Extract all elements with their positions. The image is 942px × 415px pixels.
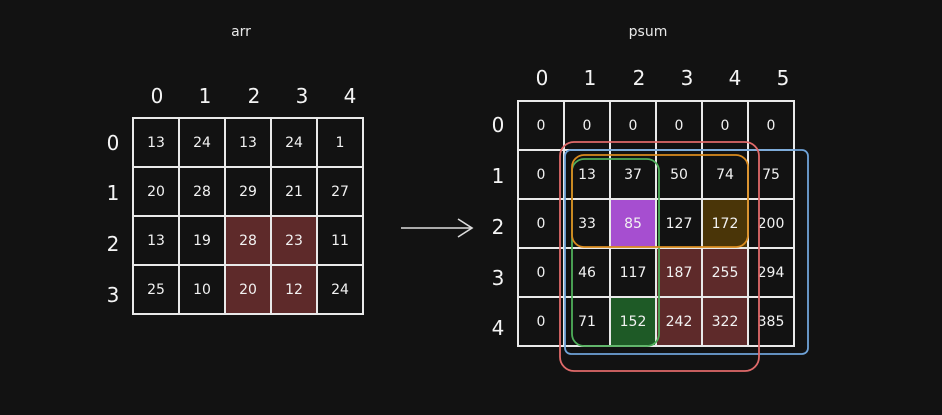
psum-title: psum bbox=[628, 24, 668, 40]
arr-cell: 11 bbox=[316, 215, 364, 266]
psum-cell-highlighted: 152 bbox=[609, 296, 657, 347]
arr-col-label: 3 bbox=[295, 84, 309, 108]
arr-cell: 13 bbox=[224, 117, 272, 168]
arr-cell: 13 bbox=[132, 215, 180, 266]
psum-cell-highlighted: 322 bbox=[701, 296, 749, 347]
psum-col-label: 5 bbox=[776, 66, 790, 90]
psum-cell: 13 bbox=[563, 149, 611, 200]
psum-cell: 37 bbox=[609, 149, 657, 200]
psum-cell: 0 bbox=[701, 100, 749, 151]
psum-row-label: 4 bbox=[491, 316, 505, 340]
arr-row-label: 0 bbox=[106, 131, 120, 155]
psum-col-label: 0 bbox=[535, 66, 549, 90]
psum-cell: 0 bbox=[517, 296, 565, 347]
arr-row: 25 10 20 12 24 bbox=[132, 264, 364, 315]
psum-cell: 0 bbox=[517, 198, 565, 249]
psum-col-label: 3 bbox=[680, 66, 694, 90]
arr-cell: 24 bbox=[178, 117, 226, 168]
psum-row-label: 1 bbox=[491, 164, 505, 188]
psum-cell-highlighted: 172 bbox=[701, 198, 749, 249]
arr-row: 13 24 13 24 1 bbox=[132, 117, 364, 168]
psum-cell: 0 bbox=[517, 100, 565, 151]
psum-cell-highlighted: 255 bbox=[701, 247, 749, 298]
psum-cell: 294 bbox=[747, 247, 795, 298]
psum-cell: 0 bbox=[609, 100, 657, 151]
arr-cell: 21 bbox=[270, 166, 318, 217]
psum-col-label: 2 bbox=[632, 66, 646, 90]
psum-cell: 117 bbox=[609, 247, 657, 298]
psum-row-label: 3 bbox=[491, 266, 505, 290]
arr-row-label: 1 bbox=[106, 181, 120, 205]
arr-col-label: 0 bbox=[150, 84, 164, 108]
arrow-icon bbox=[401, 218, 474, 238]
arr-cell: 20 bbox=[132, 166, 180, 217]
psum-row: 0 13 37 50 74 75 bbox=[517, 149, 795, 200]
psum-row: 0 33 85 127 172 200 bbox=[517, 198, 795, 249]
arr-cell: 28 bbox=[178, 166, 226, 217]
arr-row: 13 19 28 23 11 bbox=[132, 215, 364, 266]
arr-cell: 25 bbox=[132, 264, 180, 315]
arr-grid: 13 24 13 24 1 20 28 29 21 27 13 19 28 23… bbox=[132, 117, 364, 315]
psum-cell-highlighted: 85 bbox=[609, 198, 657, 249]
psum-cell: 33 bbox=[563, 198, 611, 249]
arr-row: 20 28 29 21 27 bbox=[132, 166, 364, 217]
psum-cell: 0 bbox=[655, 100, 703, 151]
psum-cell: 50 bbox=[655, 149, 703, 200]
psum-cell: 74 bbox=[701, 149, 749, 200]
arr-cell: 24 bbox=[270, 117, 318, 168]
arr-cell: 19 bbox=[178, 215, 226, 266]
arr-cell-highlighted: 20 bbox=[224, 264, 272, 315]
arr-cell: 10 bbox=[178, 264, 226, 315]
arr-col-label: 4 bbox=[343, 84, 357, 108]
psum-cell-highlighted: 187 bbox=[655, 247, 703, 298]
psum-cell: 0 bbox=[563, 100, 611, 151]
psum-cell: 0 bbox=[517, 247, 565, 298]
arr-cell-highlighted: 23 bbox=[270, 215, 318, 266]
psum-cell: 75 bbox=[747, 149, 795, 200]
arr-row-label: 2 bbox=[106, 232, 120, 256]
psum-cell: 46 bbox=[563, 247, 611, 298]
arr-title: arr bbox=[231, 24, 251, 40]
arr-col-label: 1 bbox=[198, 84, 212, 108]
psum-cell: 0 bbox=[747, 100, 795, 151]
psum-col-label: 1 bbox=[583, 66, 597, 90]
psum-cell: 71 bbox=[563, 296, 611, 347]
arr-cell-highlighted: 28 bbox=[224, 215, 272, 266]
arr-cell-highlighted: 12 bbox=[270, 264, 318, 315]
psum-cell: 0 bbox=[517, 149, 565, 200]
psum-cell: 385 bbox=[747, 296, 795, 347]
arr-cell: 29 bbox=[224, 166, 272, 217]
psum-row: 0 46 117 187 255 294 bbox=[517, 247, 795, 298]
psum-cell-highlighted: 242 bbox=[655, 296, 703, 347]
psum-row: 0 0 0 0 0 0 bbox=[517, 100, 795, 151]
psum-col-label: 4 bbox=[728, 66, 742, 90]
arr-cell: 27 bbox=[316, 166, 364, 217]
arr-cell: 13 bbox=[132, 117, 180, 168]
psum-row: 0 71 152 242 322 385 bbox=[517, 296, 795, 347]
arr-row-label: 3 bbox=[106, 283, 120, 307]
psum-row-label: 2 bbox=[491, 215, 505, 239]
arr-cell: 24 bbox=[316, 264, 364, 315]
psum-grid: 0 0 0 0 0 0 0 13 37 50 74 75 0 33 85 127… bbox=[517, 100, 795, 347]
psum-row-label: 0 bbox=[491, 113, 505, 137]
arr-col-label: 2 bbox=[247, 84, 261, 108]
psum-cell: 200 bbox=[747, 198, 795, 249]
arr-cell: 1 bbox=[316, 117, 364, 168]
psum-cell: 127 bbox=[655, 198, 703, 249]
